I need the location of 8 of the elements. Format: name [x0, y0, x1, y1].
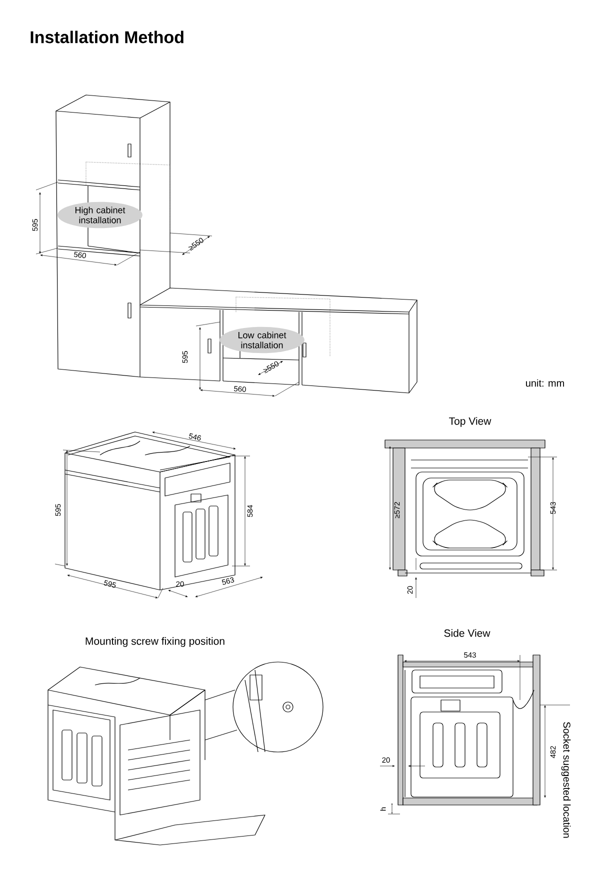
label-oval: High cabinet installation	[58, 202, 142, 228]
view-heading: Side View	[444, 629, 490, 637]
title: Installation Method	[30, 30, 184, 44]
label-oval: Low cabinet installation	[220, 326, 304, 354]
unit-note: unit: mm	[526, 379, 564, 387]
note-text: Socket suggested location	[561, 722, 571, 838]
view-heading: Top View	[449, 417, 492, 427]
section-heading: Mounting screw fixing position	[86, 637, 224, 647]
